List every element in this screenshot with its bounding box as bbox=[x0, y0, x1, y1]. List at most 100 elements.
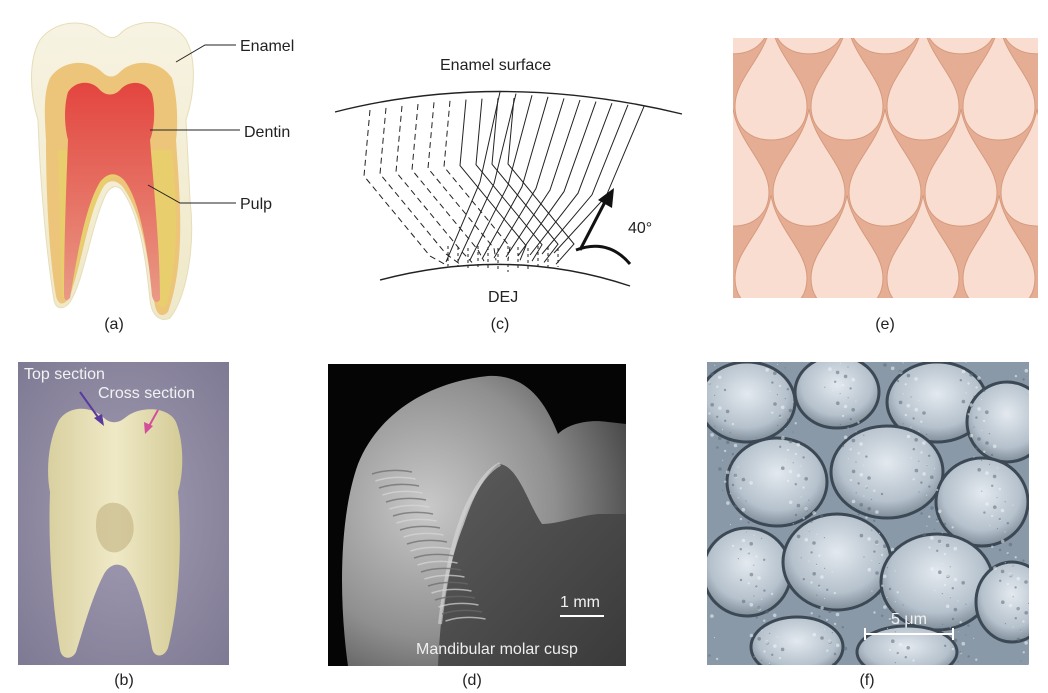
crystal-speckle bbox=[934, 590, 935, 591]
enamel-rod-head bbox=[707, 362, 795, 442]
crystal-speckle bbox=[915, 408, 919, 412]
crystal-speckle bbox=[804, 507, 808, 511]
crystal-speckle bbox=[753, 595, 754, 596]
crystal-speckle bbox=[750, 573, 754, 577]
crystal-speckle bbox=[1024, 641, 1028, 645]
crystal-speckle bbox=[789, 501, 793, 505]
sublabel-f: (f) bbox=[837, 672, 897, 690]
crystal-speckle bbox=[954, 639, 958, 643]
crystal-speckle bbox=[997, 528, 998, 529]
enamel-rod-head bbox=[857, 626, 957, 665]
crystal-speckle bbox=[734, 505, 738, 509]
crystal-speckle bbox=[999, 580, 1001, 582]
crystal-speckle bbox=[769, 391, 770, 392]
enamel-rod-head bbox=[831, 426, 943, 518]
crystal-speckle bbox=[753, 535, 754, 536]
crystal-speckle bbox=[740, 548, 742, 550]
crystal-speckle bbox=[724, 450, 726, 452]
enamel-callout: Enamel bbox=[240, 38, 294, 56]
crystal-speckle bbox=[714, 426, 715, 427]
crystal-speckle bbox=[734, 444, 738, 448]
crystal-speckle bbox=[773, 644, 777, 648]
crystal-speckle bbox=[975, 386, 977, 388]
crystal-speckle bbox=[765, 640, 769, 644]
crystal-speckle bbox=[897, 652, 899, 654]
crystal-speckle bbox=[989, 494, 990, 495]
crystal-speckle bbox=[859, 442, 863, 446]
crystal-speckle bbox=[891, 639, 895, 643]
crystal-speckle bbox=[883, 544, 887, 548]
crystal-speckle bbox=[812, 511, 816, 515]
crystal-speckle bbox=[816, 534, 817, 535]
crystal-speckle bbox=[765, 368, 769, 372]
crystal-speckle bbox=[738, 497, 739, 498]
crystal-speckle bbox=[920, 451, 922, 453]
keyhole-rod bbox=[735, 38, 807, 140]
crystal-speckle bbox=[991, 546, 993, 548]
crystal-speckle bbox=[710, 433, 714, 437]
crystal-speckle bbox=[997, 497, 998, 498]
crystal-speckle bbox=[722, 429, 723, 430]
crystal-speckle bbox=[954, 578, 958, 582]
crystal-speckle bbox=[1024, 580, 1028, 584]
crystal-speckle bbox=[1023, 651, 1025, 653]
crystal-speckle bbox=[903, 393, 904, 394]
crystal-speckle bbox=[803, 578, 805, 580]
angle-arrowhead bbox=[598, 188, 614, 208]
crystal-speckle bbox=[750, 634, 754, 638]
crystal-speckle bbox=[714, 637, 715, 638]
crystal-speckle bbox=[914, 377, 918, 381]
crystal-speckle bbox=[936, 519, 938, 521]
crystal-speckle bbox=[808, 500, 809, 501]
crystal-speckle bbox=[1020, 630, 1021, 631]
crystal-speckle bbox=[989, 464, 990, 465]
crystal-speckle bbox=[781, 406, 785, 410]
crystal-speckle bbox=[973, 638, 974, 639]
crystal-speckle bbox=[855, 461, 856, 462]
crystal-speckle bbox=[779, 415, 781, 417]
crystal-speckle bbox=[914, 438, 918, 442]
crystal-speckle bbox=[797, 535, 801, 539]
crystal-speckle bbox=[985, 441, 989, 445]
crystal-speckle bbox=[934, 529, 935, 530]
crystal-speckle bbox=[952, 618, 954, 620]
crystal-speckle bbox=[922, 533, 926, 537]
crystal-speckle bbox=[789, 470, 793, 474]
crystal-speckle bbox=[985, 502, 989, 506]
crystal-speckle bbox=[816, 564, 817, 565]
crystal-speckle bbox=[738, 466, 739, 467]
crystal-speckle bbox=[834, 381, 836, 383]
crystal-speckle bbox=[820, 575, 824, 579]
crystal-speckle bbox=[753, 565, 754, 566]
crystal-speckle bbox=[1012, 565, 1013, 566]
crystal-speckle bbox=[1013, 596, 1014, 597]
crystal-speckle bbox=[868, 568, 872, 572]
panel-c: Enamel surface DEJ 40° bbox=[330, 40, 690, 310]
crystal-speckle bbox=[1005, 531, 1006, 532]
scale-label-d: 1 mm bbox=[560, 594, 600, 612]
crystal-speckle bbox=[1007, 552, 1009, 554]
crystal-speckle bbox=[842, 626, 844, 628]
crystal-speckle bbox=[840, 424, 841, 425]
crystal-speckle bbox=[881, 615, 883, 617]
crystal-speckle bbox=[844, 436, 848, 440]
crystal-speckle bbox=[787, 480, 789, 482]
crystal-speckle bbox=[746, 561, 747, 562]
crystal-speckle bbox=[1020, 660, 1021, 661]
crystal-speckle bbox=[802, 456, 804, 458]
panel-e bbox=[733, 38, 1038, 298]
crystal-speckle bbox=[920, 481, 922, 483]
crystal-speckle bbox=[820, 514, 824, 518]
crystal-speckle bbox=[795, 514, 797, 516]
crystal-speckle bbox=[781, 436, 785, 440]
crystal-speckle bbox=[1022, 378, 1024, 380]
crystal-speckle bbox=[912, 659, 914, 661]
crystal-speckle bbox=[993, 445, 997, 449]
crystal-speckle bbox=[722, 368, 723, 369]
crystal-speckle bbox=[981, 491, 982, 492]
crystal-speckle bbox=[757, 606, 761, 610]
crystal-speckle bbox=[918, 491, 919, 492]
crystal-speckle bbox=[867, 507, 871, 511]
enamel-rod-head bbox=[936, 458, 1028, 546]
crystal-speckle bbox=[781, 466, 785, 470]
